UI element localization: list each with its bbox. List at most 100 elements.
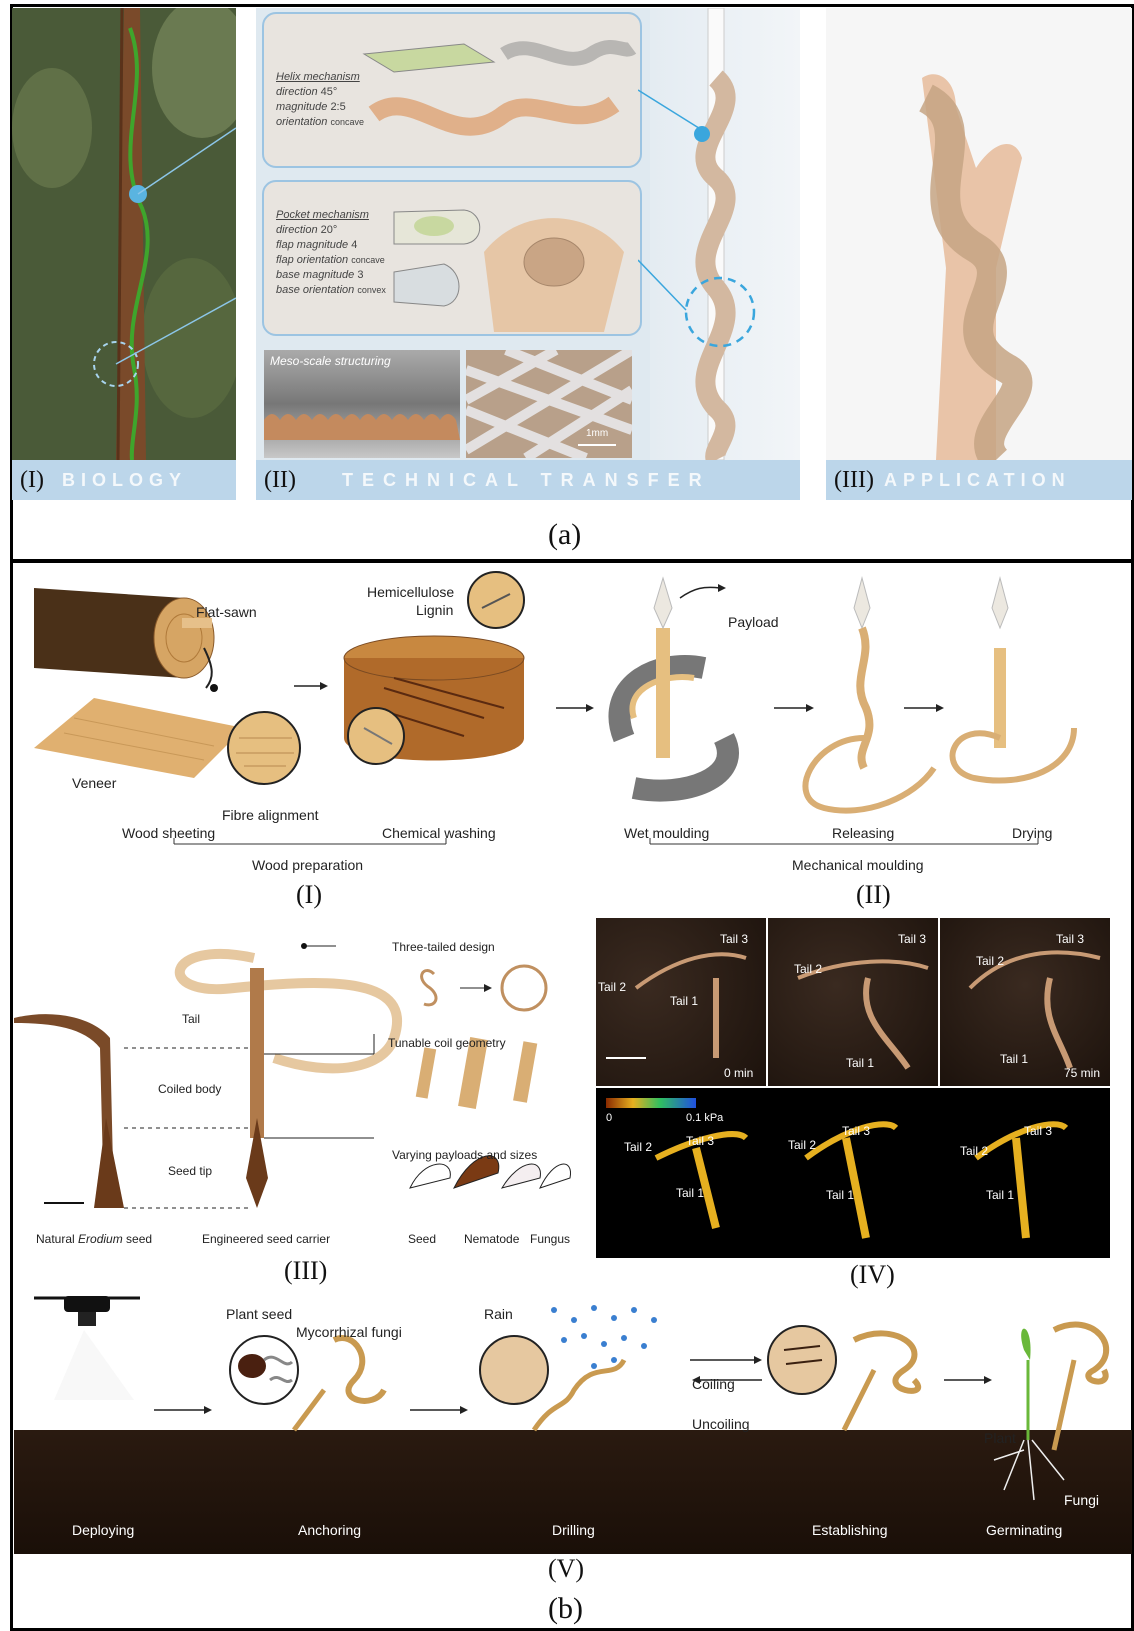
varying-payloads-label: Varying payloads and sizes bbox=[392, 1148, 537, 1162]
deploying-label: Deploying bbox=[72, 1522, 134, 1538]
seed-label: Seed bbox=[408, 1232, 436, 1246]
tail-label: Tail bbox=[182, 1012, 200, 1026]
plant-seed-label: Plant seed bbox=[226, 1306, 292, 1322]
panel-b-label: (b) bbox=[548, 1592, 583, 1626]
germinating-label: Germinating bbox=[986, 1522, 1062, 1538]
time-0: 0 min bbox=[724, 1066, 753, 1080]
helix-title: Helix mechanism bbox=[276, 70, 364, 85]
p2-tail2: Tail 2 bbox=[794, 962, 822, 976]
application-num: (III) bbox=[834, 467, 874, 494]
simulation-panel bbox=[596, 1088, 1110, 1258]
pocket-base-mag-val: 3 bbox=[357, 269, 363, 281]
seed-carrier-illustration bbox=[14, 918, 574, 1258]
pocket-title: Pocket mechanism bbox=[276, 208, 386, 223]
releasing-label: Releasing bbox=[832, 825, 894, 841]
b-II-label: (II) bbox=[856, 880, 891, 910]
coiling-label: Coiling bbox=[692, 1376, 735, 1392]
pocket-direction-key: direction bbox=[276, 224, 318, 236]
scale-max: 0.1 kPa bbox=[686, 1112, 723, 1124]
helix-orientation-key: orientation bbox=[276, 116, 327, 128]
pocket-base-mag-key: base magnitude bbox=[276, 269, 354, 281]
fungus-label: Fungus bbox=[530, 1232, 570, 1246]
helix-annotation: Helix mechanism direction 45° magnitude … bbox=[276, 70, 364, 130]
pocket-annotation: Pocket mechanism direction 20° flap magn… bbox=[276, 208, 386, 298]
payload-label: Payload bbox=[728, 614, 779, 630]
mechanical-moulding-label: Mechanical moulding bbox=[792, 857, 924, 873]
technical-connector-lines bbox=[638, 60, 788, 400]
helix-magnitude-val: 2:5 bbox=[330, 101, 345, 113]
scale-bar-label: 1mm bbox=[586, 428, 608, 439]
drilling-label: Drilling bbox=[552, 1522, 595, 1538]
pocket-direction-val: 20° bbox=[321, 224, 338, 236]
helix-orientation-val: concave bbox=[330, 117, 364, 127]
pocket-flap-or-key: flap orientation bbox=[276, 254, 348, 266]
b-I-label: (I) bbox=[296, 880, 322, 910]
wood-preparation-label: Wood preparation bbox=[252, 857, 363, 873]
biology-banner: (I) BIOLOGY bbox=[12, 460, 236, 500]
scale-min: 0 bbox=[606, 1112, 612, 1124]
helix-magnitude-key: magnitude bbox=[276, 101, 327, 113]
micro-photo: 1mm bbox=[466, 350, 632, 458]
b-V-label: (V) bbox=[548, 1554, 584, 1584]
coiled-body-label: Coiled body bbox=[158, 1082, 221, 1096]
chemical-washing-label: Chemical washing bbox=[382, 825, 496, 841]
pocket-flap-mag-key: flap magnitude bbox=[276, 239, 348, 251]
p3-tail1: Tail 1 bbox=[1000, 1052, 1028, 1066]
three-tailed-label: Three-tailed design bbox=[392, 940, 495, 954]
anchoring-label: Anchoring bbox=[298, 1522, 361, 1538]
pocket-flap-mag-val: 4 bbox=[351, 239, 357, 251]
application-photo bbox=[826, 8, 1132, 460]
meso-scale-photo: Meso-scale structuring bbox=[264, 350, 460, 458]
p1-tail3: Tail 3 bbox=[720, 932, 748, 946]
uncoiling-label: Uncoiling bbox=[692, 1416, 750, 1432]
wet-moulding-label: Wet moulding bbox=[624, 825, 709, 841]
natural-seed-post: seed bbox=[123, 1232, 152, 1246]
s2-tail2: Tail 2 bbox=[788, 1138, 816, 1152]
natural-seed-pre: Natural bbox=[36, 1232, 78, 1246]
establishing-label: Establishing bbox=[812, 1522, 888, 1538]
nematode-label: Nematode bbox=[464, 1232, 519, 1246]
engineered-carrier-label: Engineered seed carrier bbox=[202, 1232, 330, 1246]
moulding-illustration bbox=[594, 568, 1114, 858]
lignin-label: Lignin bbox=[416, 602, 453, 618]
pocket-base-or-val: convex bbox=[357, 285, 386, 295]
helix-mechanism-box: Helix mechanism direction 45° magnitude … bbox=[262, 12, 642, 168]
p1-tail2: Tail 2 bbox=[598, 980, 626, 994]
tunable-coil-label: Tunable coil geometry bbox=[388, 1036, 506, 1050]
pocket-mechanism-box: Pocket mechanism direction 20° flap magn… bbox=[262, 180, 642, 336]
arm-illustration bbox=[826, 8, 1132, 460]
p3-tail3: Tail 3 bbox=[1056, 932, 1084, 946]
s1-tail1: Tail 1 bbox=[676, 1186, 704, 1200]
mycorrhizal-label: Mycorrhizal fungi bbox=[296, 1324, 402, 1340]
s1-tail3: Tail 3 bbox=[686, 1134, 714, 1148]
b-III-label: (III) bbox=[284, 1256, 327, 1286]
b-IV-label: (IV) bbox=[850, 1260, 895, 1290]
arrow-to-moulding bbox=[556, 702, 596, 714]
drying-label: Drying bbox=[1012, 825, 1052, 841]
hemicellulose-label: Hemicellulose bbox=[367, 584, 454, 600]
s3-tail3: Tail 3 bbox=[1024, 1124, 1052, 1138]
technical-banner: (II) TECHNICAL TRANSFER bbox=[256, 460, 800, 500]
s3-tail2: Tail 2 bbox=[960, 1144, 988, 1158]
p1-tail1: Tail 1 bbox=[670, 994, 698, 1008]
fungi-label: Fungi bbox=[1064, 1492, 1099, 1508]
simulation-drawing bbox=[596, 1088, 1110, 1258]
vine-trunk-illustration bbox=[12, 8, 236, 460]
rain-label: Rain bbox=[484, 1306, 513, 1322]
panel-a-label: (a) bbox=[548, 518, 581, 552]
technical-num: (II) bbox=[264, 467, 296, 494]
s2-tail1: Tail 1 bbox=[826, 1188, 854, 1202]
micro-weave bbox=[466, 350, 632, 458]
natural-seed-label: Natural Erodium seed bbox=[36, 1232, 152, 1246]
biology-photo bbox=[12, 8, 236, 460]
application-text: APPLICATION bbox=[884, 470, 1071, 491]
pocket-flap-or-val: concave bbox=[351, 255, 385, 265]
deployment-illustration bbox=[14, 1290, 1132, 1520]
veneer-label: Veneer bbox=[72, 775, 116, 791]
meso-label: Meso-scale structuring bbox=[270, 354, 391, 369]
s2-tail3: Tail 3 bbox=[842, 1124, 870, 1138]
time-75: 75 min bbox=[1064, 1066, 1100, 1080]
plant-label: Plant bbox=[984, 1430, 1016, 1446]
pocket-base-or-key: base orientation bbox=[276, 284, 354, 296]
natural-seed-italic: Erodium bbox=[78, 1232, 123, 1246]
